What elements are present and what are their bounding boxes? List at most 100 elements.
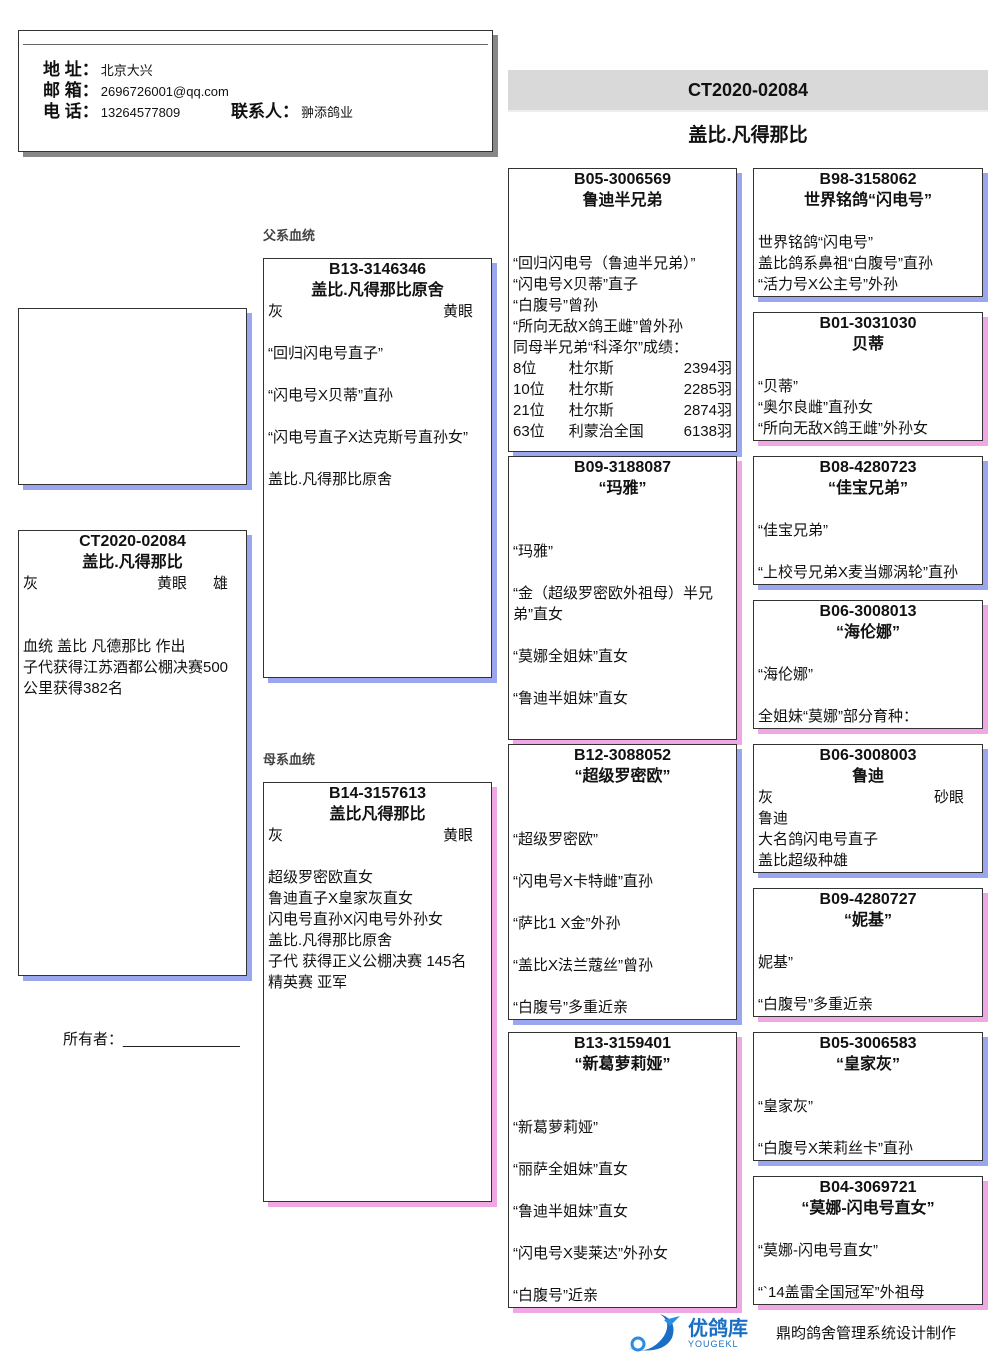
description-line: “白腹号”多重近亲 xyxy=(758,996,873,1013)
pigeon-name: 盖比.凡得那比 xyxy=(82,554,183,571)
pigeon-name: “超级罗密欧” xyxy=(574,768,671,785)
description-line xyxy=(758,1219,978,1240)
description-line: “白腹号”多重近亲 xyxy=(513,999,628,1016)
pigeon-name: 鲁迪 xyxy=(851,768,884,785)
yougeku-logo: 优鸽库 YOUGEKL xyxy=(620,1312,760,1356)
ring-number: B06-3008013 xyxy=(819,603,917,620)
description-line: 鲁迪 xyxy=(758,810,789,827)
ring-number: B09-3188087 xyxy=(574,459,671,476)
race-birds: 2285羽 xyxy=(683,381,732,398)
description-line xyxy=(513,625,732,646)
brand-name-en: YOUGEKL xyxy=(688,1339,739,1349)
description-line: 大名鸽闪电号直子 xyxy=(758,831,879,848)
description-line: 血统 盖比 凡德那比 作出 xyxy=(23,638,186,655)
description-line: “玛雅” xyxy=(513,543,553,560)
description-line: “丽萨全姐妹”直女 xyxy=(513,1161,628,1178)
description-line xyxy=(513,562,732,583)
race-name: 利蒙治全国 xyxy=(568,423,644,440)
description-line: 盖比鸽系鼻祖“白腹号”直孙 xyxy=(758,255,933,272)
description-line: 全姐妹“莫娜”部分育种： xyxy=(758,708,918,725)
ring-number: B14-3157613 xyxy=(329,785,426,802)
pigeon-name: “玛雅” xyxy=(598,480,647,497)
dam-line-label: 母系血统 xyxy=(263,752,316,767)
attribute: 灰 xyxy=(268,827,284,844)
address-value: 北京大兴 xyxy=(100,63,153,78)
description-line xyxy=(513,232,732,253)
owner-field: 所有者：______________ xyxy=(63,1031,240,1048)
description-line: “皇家灰” xyxy=(758,1098,813,1115)
description-line: 世界铭鸽“闪电号” xyxy=(758,234,873,251)
ring-number: B01-3031030 xyxy=(819,315,917,332)
description-line: “盖比X法兰蔻丝”曾孙 xyxy=(513,957,653,974)
description-line xyxy=(513,667,732,688)
race-rank: 21位 xyxy=(513,402,545,419)
divider xyxy=(23,44,488,45)
phone-value: 13264577809 xyxy=(100,105,181,120)
description-line xyxy=(513,1264,732,1285)
color-eye-row: 灰黄眼 xyxy=(268,301,487,322)
description-line xyxy=(758,211,978,232)
description-line: “超级罗密欧” xyxy=(513,831,598,848)
description-line: “萨比1 X金”外孙 xyxy=(513,915,621,932)
pigeon-name: 贝蒂 xyxy=(851,336,884,353)
pedigree-box-dd: B13-3159401“新葛萝莉娅”“新葛萝莉娅”“丽萨全姐妹”直女“鲁迪半姐妹… xyxy=(508,1032,737,1308)
address-label: 地 址： xyxy=(43,60,99,79)
description-line: “闪电号X斐莱达”外孙女 xyxy=(513,1245,668,1262)
ring-number: B05-3006583 xyxy=(819,1035,917,1052)
ring-number: B12-3088052 xyxy=(574,747,671,764)
color-eye-row: 灰砂眼 xyxy=(758,787,978,808)
description-line: “奥尔良雌”直孙女 xyxy=(758,399,873,416)
description-line xyxy=(758,541,978,562)
description-line xyxy=(23,615,242,636)
description-line xyxy=(23,594,242,615)
race-birds: 2874羽 xyxy=(683,402,732,419)
attribute: 灰 xyxy=(23,575,39,592)
ring-number-title: CT2020-02084 xyxy=(508,70,988,112)
address-row: 地 址：北京大兴 xyxy=(43,55,153,80)
race-name: 杜尔斯 xyxy=(568,402,614,419)
description-line xyxy=(758,1261,978,1282)
description-line xyxy=(268,448,487,469)
race-birds: 6138羽 xyxy=(683,423,732,440)
pigeon-name: 盖比.凡得那比原舍 xyxy=(311,282,444,299)
description-line xyxy=(758,931,978,952)
ring-number: B13-3146346 xyxy=(329,261,426,278)
pigeon-name: “妮基” xyxy=(843,912,892,929)
pedigree-box-dsd: B09-4280727“妮基”妮基”“白腹号”多重近亲 xyxy=(753,888,983,1017)
description-line: 盖比超级种雄 xyxy=(758,852,849,869)
pedigree-box-dds: B05-3006583“皇家灰”“皇家灰”“白腹号X茉莉丝卡”直孙 xyxy=(753,1032,983,1161)
description-line xyxy=(758,1075,978,1096)
race-name: 杜尔斯 xyxy=(568,360,614,377)
ring-number: B13-3159401 xyxy=(574,1035,671,1052)
description-line: “所向无敌X鸽王雌”曾外孙 xyxy=(513,318,683,335)
description-line: “白腹号”曾孙 xyxy=(513,297,598,314)
sire-line-label: 父系血统 xyxy=(263,228,316,243)
race-rank: 63位 xyxy=(513,423,545,440)
description-line: “金（超级罗密欧外祖母）半兄弟”直女 xyxy=(513,585,713,623)
swirl-logo-icon xyxy=(628,1314,680,1352)
description-line: “贝蒂” xyxy=(758,378,798,395)
pigeon-name: “莫娜-闪电号直女” xyxy=(801,1200,935,1217)
pigeon-name: “新葛萝莉娅” xyxy=(574,1056,671,1073)
description-line: 盖比.凡得那比原舍 xyxy=(268,471,393,488)
description-line: “闪电号X贝蒂”直孙 xyxy=(268,387,393,404)
description-line xyxy=(758,685,978,706)
race-name: 杜尔斯 xyxy=(568,381,614,398)
phone-row: 电 话：13264577809 xyxy=(43,97,180,122)
description-line xyxy=(513,1222,732,1243)
description-line xyxy=(758,973,978,994)
description-line: 超级罗密欧直女 xyxy=(268,869,374,886)
email-label: 邮 箱： xyxy=(43,81,99,100)
ring-number: B98-3158062 xyxy=(819,171,917,188)
ring-number: B08-4280723 xyxy=(819,459,917,476)
description-line xyxy=(513,499,732,520)
description-line xyxy=(513,934,732,955)
description-line: 鲁迪直子X皇家灰直女 xyxy=(268,890,414,907)
pigeon-name: “皇家灰” xyxy=(835,1056,900,1073)
description-line xyxy=(513,808,732,829)
